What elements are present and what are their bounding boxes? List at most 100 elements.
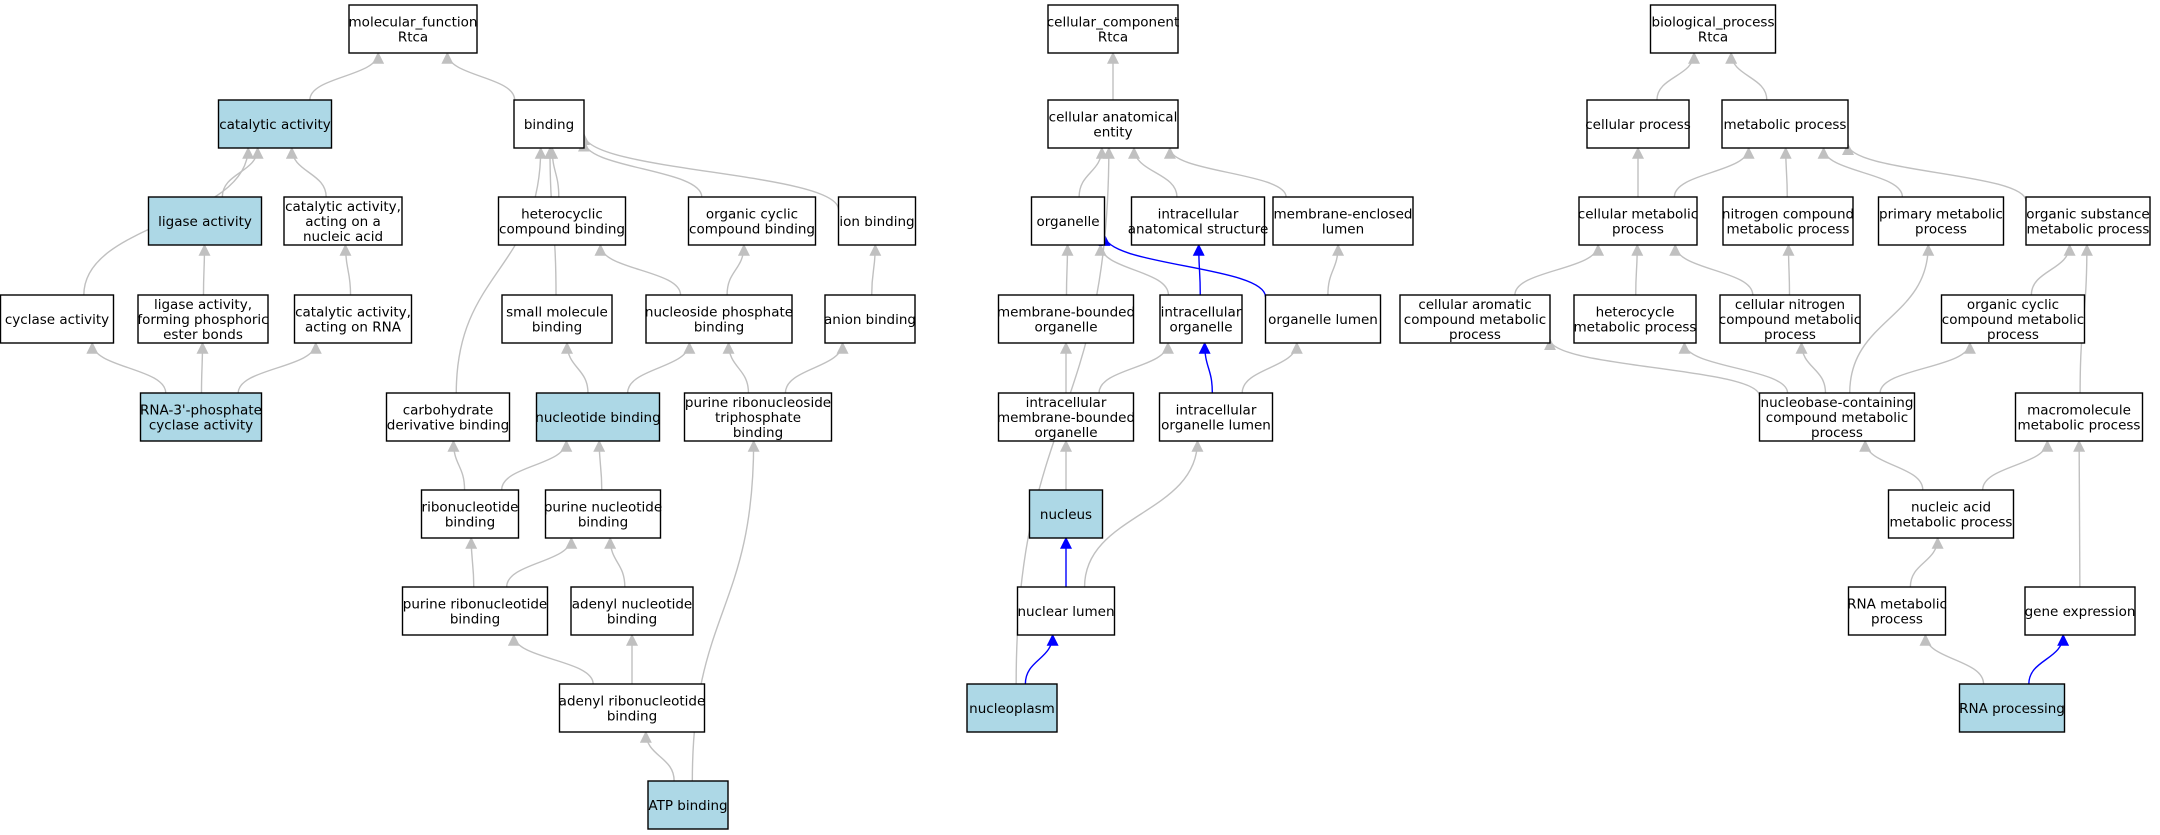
node-ion-bind[interactable]: ion binding [837,196,917,246]
node-label-line: biological_process [1652,15,1775,31]
edge-ion-bind-to-binding [578,133,840,210]
node-label-line: purine ribonucleoside [685,395,831,411]
node-nucleotide-bind[interactable]: nucleotide binding [535,392,661,442]
edge-mp-to-bp [1725,51,1768,101]
node-box [824,294,916,344]
node-label-line: nucleoplasm [969,701,1055,717]
edge-rnap-to-ge [2028,633,2070,685]
node-label-line: ligase activity, [154,297,252,313]
node-box [544,489,662,539]
node-nl[interactable]: nuclear lumen [1016,586,1116,636]
node-box [1130,196,1266,246]
node-rnap[interactable]: RNA processing [1958,683,2066,733]
node-cyclase[interactable]: cyclase activity [0,294,115,344]
edge-purine-nuc-to-nucleotide-bind [593,439,606,491]
node-label-line: acting on a [305,214,381,230]
edge-anion-bind-to-ion-bind [869,243,882,296]
edge-hetero-bind-to-binding [546,146,560,198]
node-label-line: triphosphate [715,410,801,426]
node-label-line: small molecule [506,305,608,321]
node-cp[interactable]: cellular process [1585,99,1691,149]
node-ligase[interactable]: ligase activity [147,196,263,246]
node-label-line: organic cyclic [706,207,798,223]
node-anion-bind[interactable]: anion binding [824,294,916,344]
node-box [1847,586,1947,636]
node-label-line: anion binding [824,312,916,328]
node-label-line: intracellular [1161,305,1242,321]
node-atp[interactable]: ATP binding [647,780,729,830]
node-label-line: cellular_component [1047,15,1179,31]
node-label-line: lumen [1322,222,1364,238]
node-ligase-pe[interactable]: ligase activity,forming phosphoricester … [137,294,269,344]
edge-purine-rntp-to-nucleoside-p [722,341,750,394]
edge-ribonuc-to-nucleotide-bind [500,439,573,491]
node-label-line: cyclase activity [149,418,253,434]
edge-purine-ribo-to-purine-nuc [505,536,578,588]
node-organelle[interactable]: organelle [1030,196,1106,246]
edge-nbccmp-to-hmp [1678,341,1789,394]
node-box [2024,586,2136,636]
edge-ribonuc-to-carb-deriv [447,439,466,491]
node-box [147,196,263,246]
node-nucleus[interactable]: nucleus [1028,489,1104,539]
node-ol[interactable]: organelle lumen [1264,294,1382,344]
node-label-line: nuclear lumen [1017,604,1114,620]
node-label-line: membrane-bounded [997,305,1135,321]
node-box [837,196,917,246]
node-box [645,294,793,344]
edge-rna3p-to-cat-rna [237,341,322,394]
node-mp[interactable]: metabolic process [1721,99,1849,149]
node-label-line: organic cyclic [1967,297,2059,313]
node-ge[interactable]: gene expression [2024,586,2136,636]
node-box [283,196,403,246]
node-box [2014,392,2144,442]
edge-osmp-to-mp [1842,142,2027,202]
node-catalytic[interactable]: catalytic activity [217,99,333,149]
node-label-line: molecular_function [349,15,478,31]
node-binding[interactable]: binding [513,99,585,149]
node-nucleoplasm[interactable]: nucleoplasm [966,683,1058,733]
node-cat-rna[interactable]: catalytic activity,acting on RNA [293,294,413,344]
node-label-line: intracellular [1026,395,1107,411]
node-label-line: catalytic activity [219,117,331,133]
node-box [1047,4,1179,54]
node-box [385,392,511,442]
node-box [1958,683,2066,733]
edge-rna3p-to-ligase-pe [196,341,209,394]
